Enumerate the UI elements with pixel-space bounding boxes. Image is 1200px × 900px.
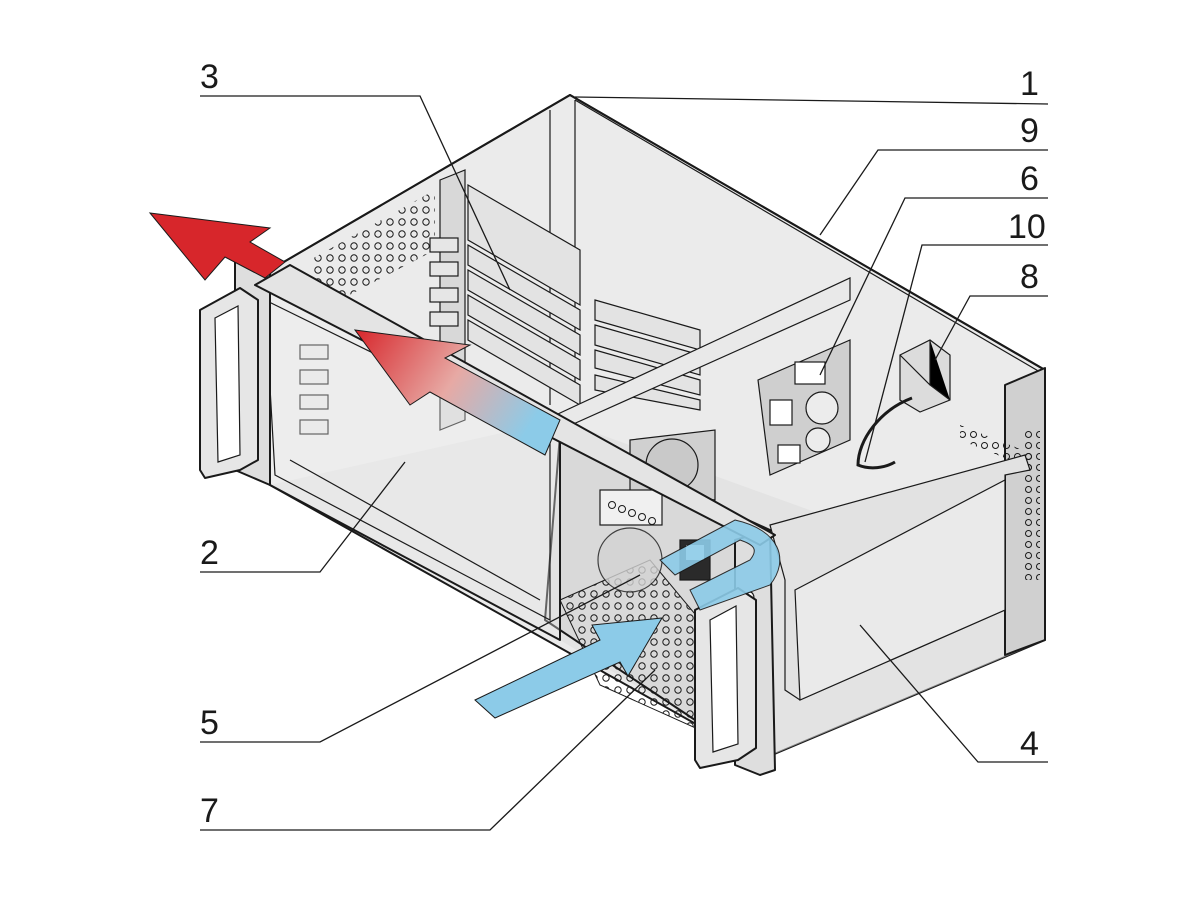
callout-number: 3 <box>200 58 219 96</box>
left-handle <box>199 287 259 479</box>
callout-6: 6 <box>819 160 1048 376</box>
callout-10: 10 <box>864 208 1048 463</box>
cool-airflow-arrow-icon <box>474 519 781 719</box>
callout-number: 6 <box>1020 160 1039 198</box>
callout-3: 3 <box>200 58 511 291</box>
hot-airflow-arrow-icon <box>148 212 286 281</box>
callout-number: 8 <box>1020 258 1039 296</box>
status-led-strip <box>599 489 663 526</box>
callout-number: 7 <box>200 792 219 830</box>
control-board <box>757 339 851 476</box>
internal-airflow-arrow-icon <box>353 329 561 456</box>
callout-5: 5 <box>200 574 641 743</box>
callout-4: 4 <box>859 624 1048 763</box>
callout-number: 2 <box>200 534 219 572</box>
right-handle <box>694 587 757 769</box>
callout-number: 1 <box>1020 65 1039 103</box>
power-supply-unit <box>769 454 1031 701</box>
callout-number: 4 <box>1020 725 1039 763</box>
callout-number: 10 <box>1008 208 1046 246</box>
status-leds <box>608 501 656 525</box>
card-cage-perforation <box>310 190 435 300</box>
terminal-box <box>899 339 951 413</box>
callout-7: 7 <box>200 669 656 831</box>
callout-8: 8 <box>934 258 1048 361</box>
callout-1: 1 <box>574 65 1049 105</box>
slot-brackets <box>299 237 459 435</box>
callout-9: 9 <box>819 112 1048 236</box>
power-cable <box>856 396 913 470</box>
callout-2: 2 <box>200 461 406 573</box>
callout-number: 5 <box>200 704 219 742</box>
callout-number: 9 <box>1020 112 1039 150</box>
